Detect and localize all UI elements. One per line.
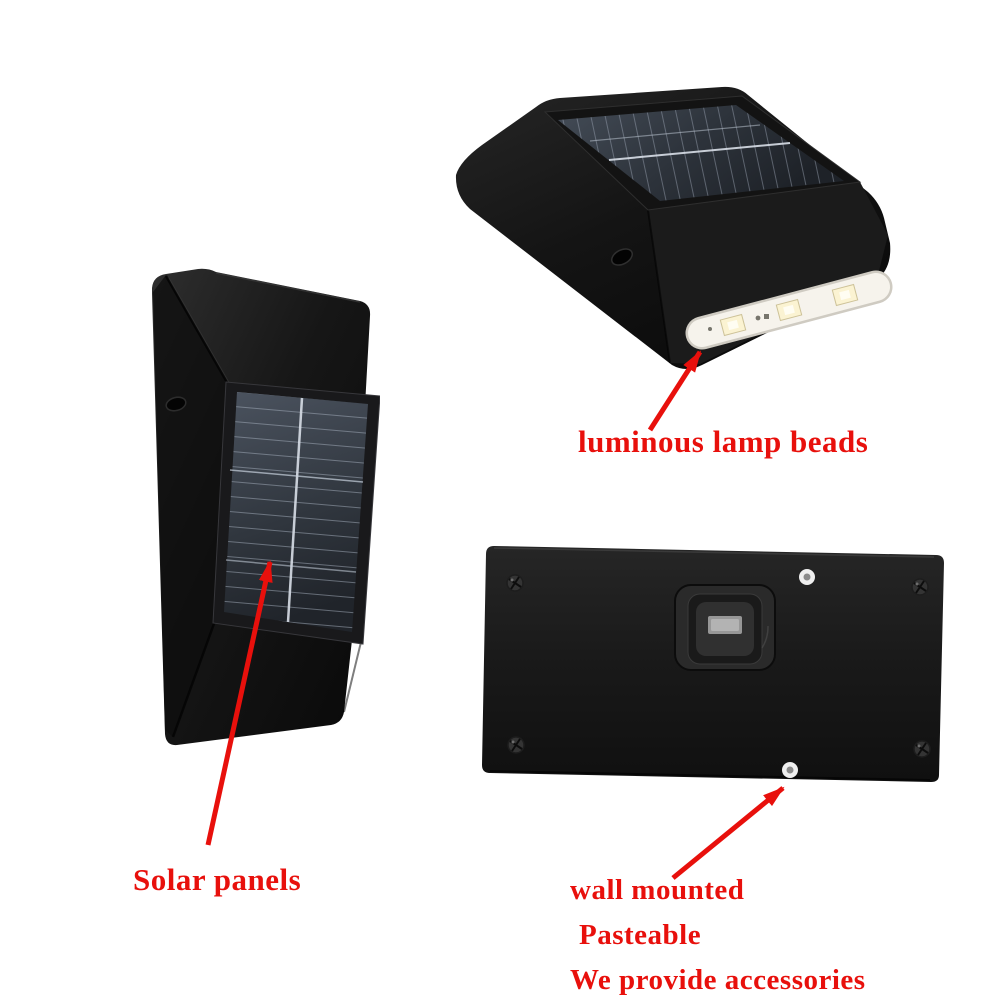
sensor-hole [610, 248, 634, 266]
wall-mounted-label: wall mounted Pasteable We provide access… [570, 868, 866, 1001]
led-strip [685, 270, 893, 350]
screw-icon [913, 740, 931, 758]
led-chip [831, 283, 859, 307]
solar-light-back-view-image [482, 546, 944, 782]
solar-panels-label: Solar panels [133, 862, 302, 897]
wall-mounted-line-1: wall mounted [570, 874, 745, 906]
sensor-hole [165, 396, 187, 412]
led-chip [719, 313, 747, 337]
arrow-wall-mounted [671, 786, 785, 880]
solar-light-front-view-image [152, 268, 380, 746]
screw-icon [506, 574, 524, 592]
certification-marks-icon [708, 314, 769, 331]
solar-panel-front [212, 381, 380, 645]
mount-bracket [674, 584, 776, 671]
mount-hole [782, 762, 798, 778]
led-chip [775, 298, 803, 322]
solar-panel-top [543, 95, 862, 211]
wall-mounted-line-3: We provide accessories [570, 964, 866, 996]
wall-mounted-line-2: Pasteable [579, 919, 702, 951]
lamp-beads-label: luminous lamp beads [578, 424, 869, 459]
screw-icon [911, 578, 929, 596]
mount-hole [799, 569, 815, 585]
solar-light-top-view-image [455, 86, 893, 370]
screw-icon [507, 736, 525, 754]
